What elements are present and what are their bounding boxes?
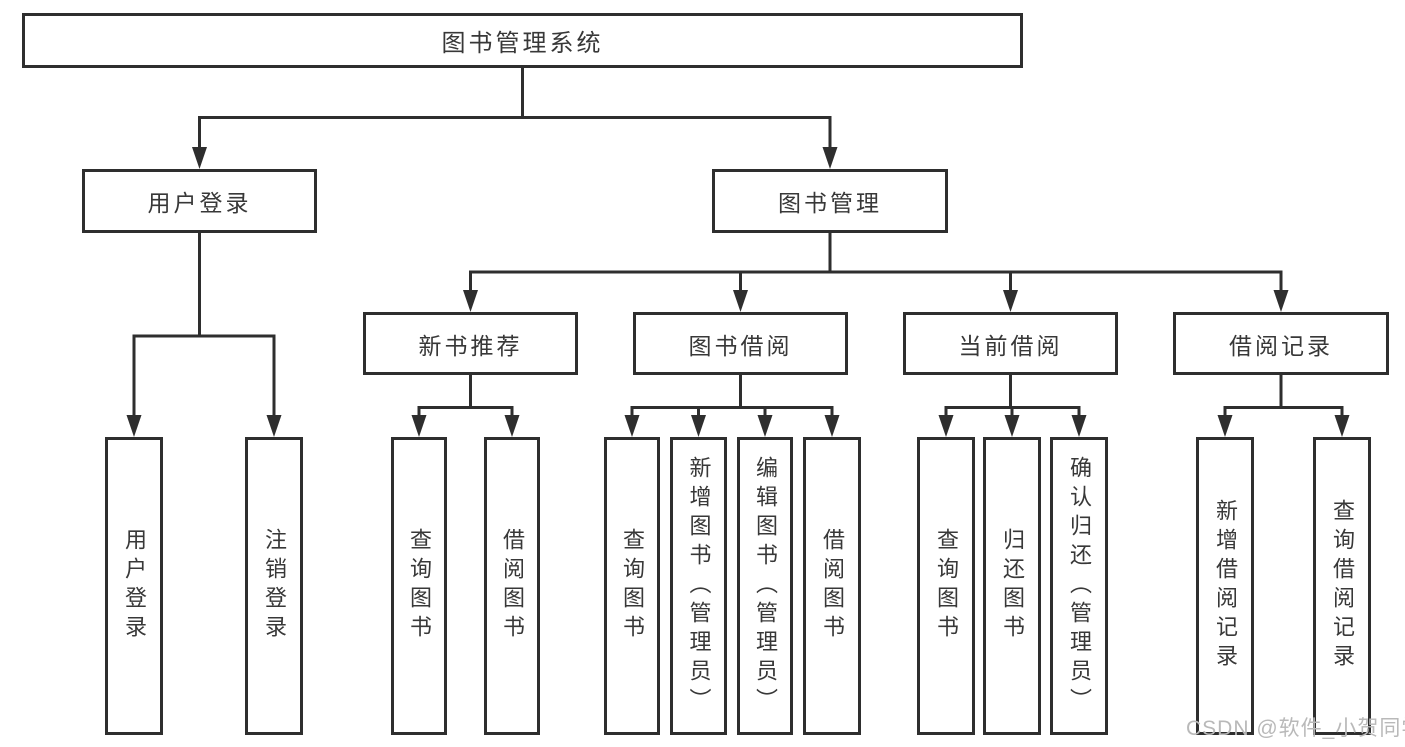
- leaf-edit-book-admin: 编辑图书（管理员）: [737, 437, 793, 735]
- arrowhead-down-icon: [1334, 415, 1350, 437]
- node-book-borrow: 图书借阅: [633, 312, 848, 375]
- arrowhead-down-icon: [192, 147, 207, 169]
- arrowhead-down-icon: [1273, 290, 1289, 312]
- arrowhead-down-icon: [266, 415, 282, 437]
- arrowhead-down-icon: [822, 147, 838, 169]
- node-root: 图书管理系统: [22, 13, 1023, 68]
- node-borrow-records: 借阅记录: [1173, 312, 1389, 375]
- arrowhead-down-icon: [1071, 415, 1087, 437]
- arrowhead-down-icon: [126, 415, 142, 437]
- leaf-add-book-admin-label: 新增图书（管理员）: [686, 455, 712, 717]
- arrowhead-down-icon: [1217, 415, 1233, 437]
- node-current-borrow-label: 当前借阅: [958, 332, 1063, 359]
- arrowhead-down-icon: [733, 290, 748, 312]
- leaf-borrow-book-recommend-label: 借阅图书: [500, 528, 525, 644]
- arrowhead-down-icon: [624, 415, 640, 437]
- node-user-login-label: 用户登录: [147, 190, 252, 216]
- arrowhead-down-icon: [938, 415, 954, 437]
- leaf-query-book-current: 查询图书: [917, 437, 975, 735]
- leaf-borrow-book-recommend: 借阅图书: [484, 437, 540, 735]
- node-user-login: 用户登录: [82, 169, 317, 233]
- leaf-user-login-label: 用户登录: [122, 528, 147, 644]
- node-root-label: 图书管理系统: [441, 30, 604, 57]
- leaf-confirm-return-admin-label: 确认归还（管理员）: [1067, 455, 1092, 717]
- leaf-query-book-recommend: 查询图书: [391, 437, 447, 735]
- arrowhead-down-icon: [757, 415, 773, 437]
- arrowhead-down-icon: [411, 415, 427, 437]
- node-book-borrow-label: 图书借阅: [688, 332, 793, 359]
- watermark: CSDN @软件_小贺同学: [1186, 717, 1405, 740]
- leaf-borrow-book-label: 借阅图书: [820, 528, 845, 644]
- node-book-management-label: 图书管理: [778, 190, 882, 216]
- leaf-query-book-recommend-label: 查询图书: [407, 528, 432, 644]
- leaf-query-borrow-record-label: 查询借阅记录: [1330, 499, 1355, 673]
- node-current-borrow: 当前借阅: [903, 312, 1118, 375]
- node-borrow-records-label: 借阅记录: [1229, 332, 1333, 359]
- node-new-book-recommend-label: 新书推荐: [418, 332, 523, 359]
- leaf-query-book-borrow-label: 查询图书: [620, 528, 645, 644]
- leaf-confirm-return-admin: 确认归还（管理员）: [1050, 437, 1108, 735]
- leaf-add-book-admin: 新增图书（管理员）: [670, 437, 727, 735]
- leaf-user-login: 用户登录: [105, 437, 163, 735]
- arrowhead-down-icon: [1004, 415, 1020, 437]
- leaf-query-borrow-record: 查询借阅记录: [1313, 437, 1371, 735]
- leaf-borrow-book: 借阅图书: [803, 437, 861, 735]
- leaf-return-book: 归还图书: [983, 437, 1041, 735]
- leaf-edit-book-admin-label: 编辑图书（管理员）: [753, 455, 778, 717]
- arrowhead-down-icon: [504, 415, 520, 437]
- node-book-management: 图书管理: [712, 169, 948, 233]
- leaf-logout-label: 注销登录: [262, 528, 287, 644]
- leaf-return-book-label: 归还图书: [1000, 528, 1025, 644]
- leaf-add-borrow-record-label: 新增借阅记录: [1213, 499, 1238, 673]
- leaf-query-book-borrow: 查询图书: [604, 437, 660, 735]
- arrowhead-down-icon: [463, 290, 478, 312]
- leaf-logout: 注销登录: [245, 437, 303, 735]
- node-new-book-recommend: 新书推荐: [363, 312, 578, 375]
- arrowhead-down-icon: [691, 415, 706, 437]
- leaf-query-book-current-label: 查询图书: [934, 528, 959, 644]
- arrowhead-down-icon: [824, 415, 840, 437]
- arrowhead-down-icon: [1003, 290, 1018, 312]
- leaf-add-borrow-record: 新增借阅记录: [1196, 437, 1254, 735]
